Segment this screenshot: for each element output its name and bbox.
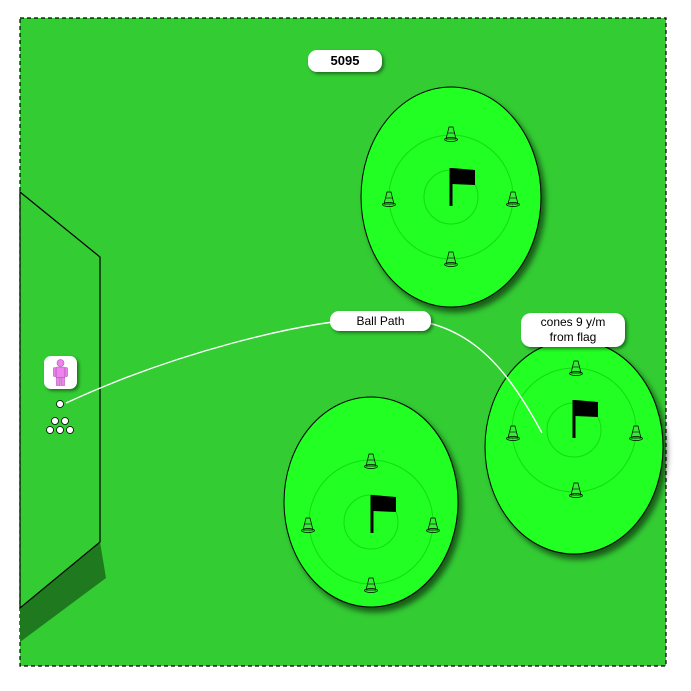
golfer-icon <box>53 359 68 386</box>
ball-icon <box>66 426 74 434</box>
ball-icon <box>51 417 59 425</box>
ball-pile <box>46 400 74 434</box>
cones-label-line1: cones 9 y/m <box>540 315 606 329</box>
tee-box <box>19 190 101 610</box>
ball-icon <box>61 417 69 425</box>
golfer-card <box>44 356 77 389</box>
diagram-title: 5095 <box>308 50 382 72</box>
tee-box-shadow <box>20 542 106 642</box>
cones-label-line2: from flag <box>549 330 597 344</box>
green-top <box>360 86 542 308</box>
cones-distance-label: cones 9 y/m from flag <box>521 313 625 347</box>
ball-icon <box>56 400 64 408</box>
ball-icon <box>46 426 54 434</box>
ball-path-label: Ball Path <box>330 311 431 331</box>
ball-icon <box>56 426 64 434</box>
green-bottom-left <box>283 396 459 608</box>
green-right <box>484 339 664 555</box>
